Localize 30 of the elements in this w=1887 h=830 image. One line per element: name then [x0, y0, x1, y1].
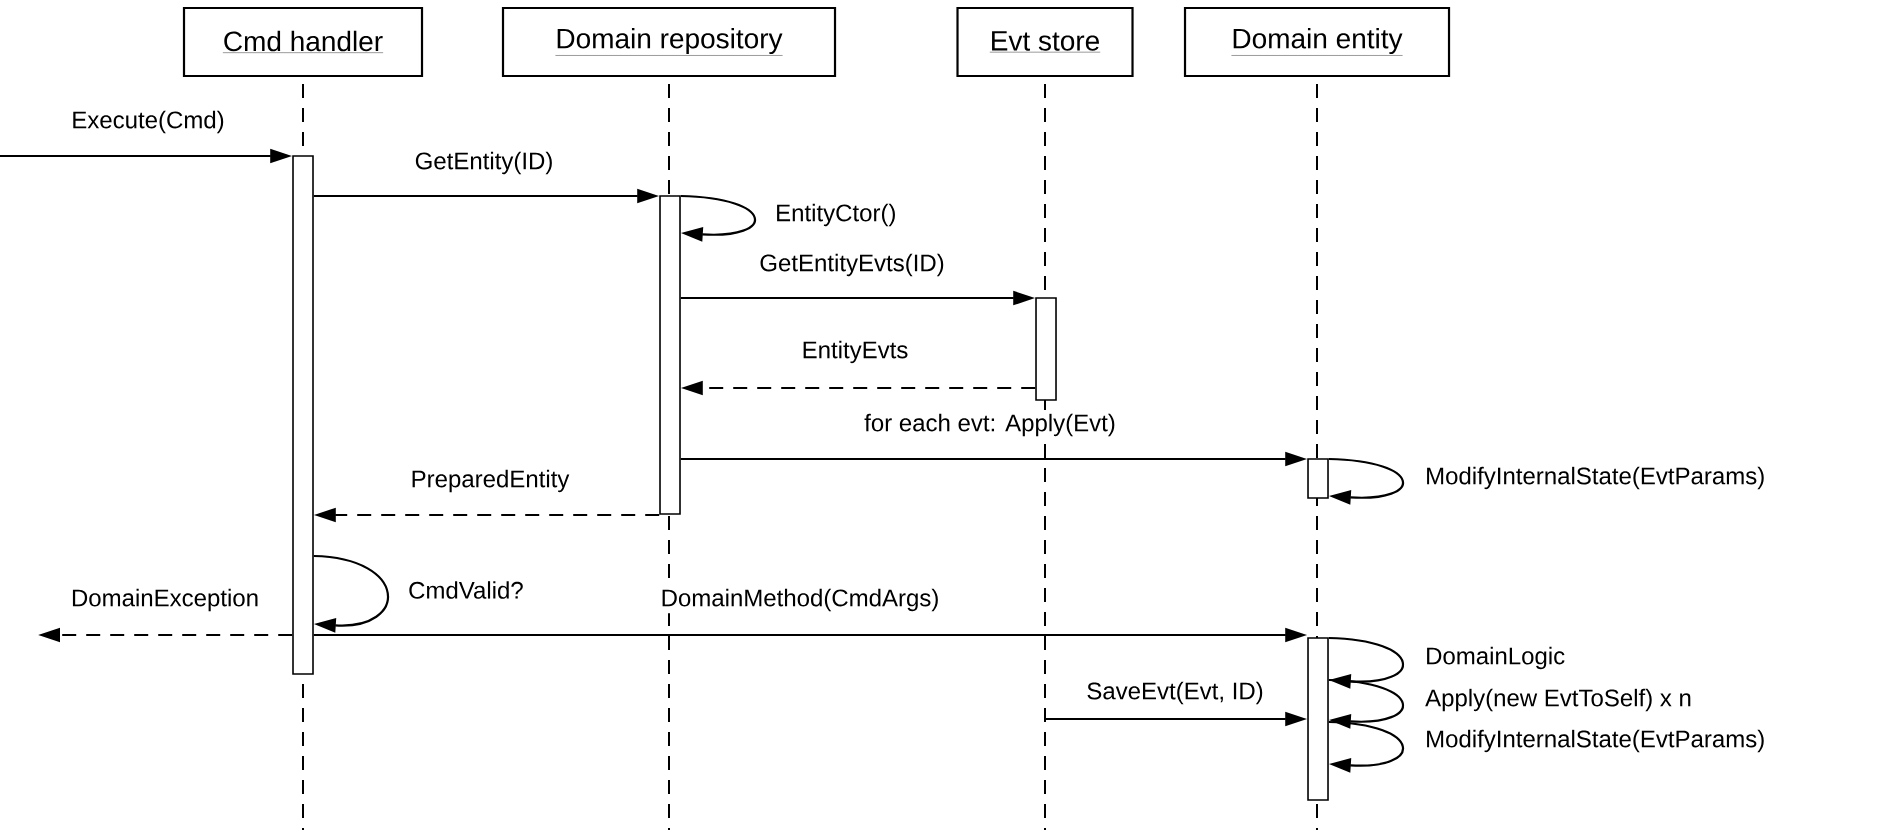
edge-label: ModifyInternalState(EvtParams)	[1423, 727, 1768, 755]
edge-label: ModifyInternalState(EvtParams)	[1423, 464, 1768, 492]
edge-label: GetEntity(ID)	[412, 149, 556, 177]
edge-label: PreparedEntity	[408, 467, 572, 495]
edge-label: Apply(new EvtToSelf) x n	[1423, 686, 1694, 714]
self-call-arrow	[1328, 720, 1404, 773]
activation-bar	[1035, 297, 1057, 401]
edge-label: DomainLogic	[1423, 644, 1568, 672]
participant-box: Domain entity	[1183, 6, 1451, 78]
self-call-arrow	[1328, 678, 1404, 729]
edge-label: DomainMethod(CmdArgs)	[658, 586, 942, 614]
activation-bar	[1307, 458, 1329, 499]
edge-label: EntityCtor()	[773, 201, 899, 229]
edge-label: GetEntityEvts(ID)	[757, 251, 947, 279]
participant-box: Evt store	[956, 6, 1134, 78]
edge-label: Execute(Cmd)	[69, 108, 227, 136]
activation-bar	[292, 155, 314, 675]
activation-bar	[1307, 637, 1329, 801]
self-call-arrow	[1328, 457, 1404, 505]
activation-bar	[659, 195, 681, 515]
participant-box: Domain repository	[501, 6, 837, 78]
self-call-arrow	[680, 194, 756, 242]
edge-label: DomainException	[68, 586, 262, 614]
self-call-arrow	[313, 554, 389, 633]
self-call-arrow	[1328, 636, 1404, 689]
edge-label: EntityEvts	[799, 338, 911, 366]
edge-label: for each evt: Apply(Evt)	[862, 411, 1118, 439]
edge-label: SaveEvt(Evt, ID)	[1084, 679, 1266, 707]
edge-label: CmdValid?	[406, 579, 526, 601]
participant-box: Cmd handler	[182, 6, 424, 78]
